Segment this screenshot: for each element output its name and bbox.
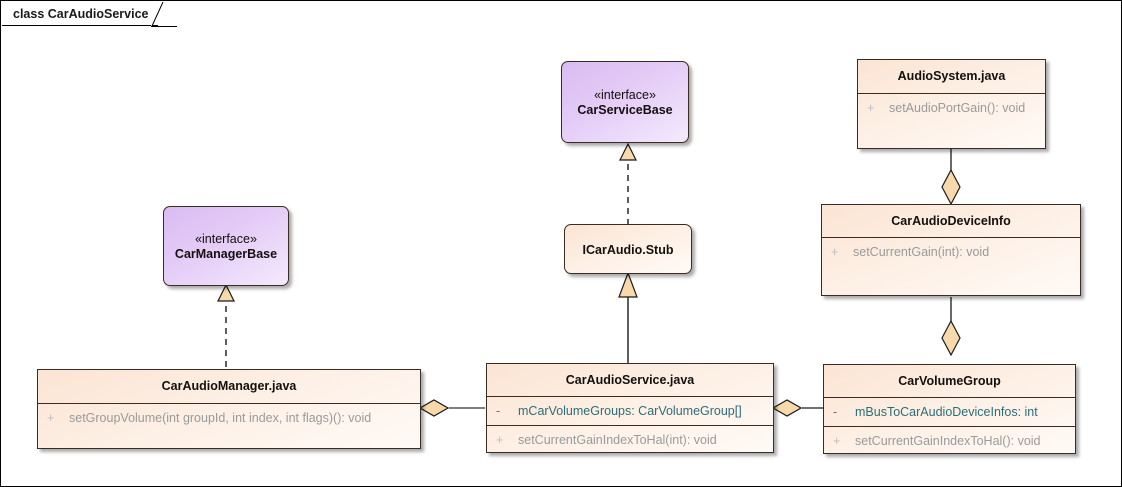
- node-audio-system-java-header: AudioSystem.java: [858, 60, 1045, 94]
- node-car-audio-device-info-header: CarAudioDeviceInfo: [822, 205, 1080, 238]
- diagram-title-tab: class CarAudioService: [2, 2, 158, 26]
- member-mcar-volume-groups: - mCarVolumeGroups: CarVolumeGroup[]: [487, 397, 773, 425]
- node-car-audio-device-info[interactable]: CarAudioDeviceInfo + setCurrentGain(int)…: [821, 204, 1081, 296]
- member-label: setCurrentGainIndexToHal(int): void: [518, 432, 717, 447]
- node-car-audio-manager-java-header: CarAudioManager.java: [38, 370, 420, 404]
- member-label: mCarVolumeGroups: CarVolumeGroup[]: [518, 404, 742, 418]
- visibility-marker: +: [47, 411, 55, 425]
- member-label: setGroupVolume(int groupId, int index, i…: [69, 411, 372, 425]
- node-car-manager-base-stereotype: «interface»: [195, 232, 257, 247]
- connector-generalize-icaraudio-stub: [618, 271, 638, 363]
- visibility-marker: +: [867, 100, 875, 115]
- member-set-group-volume: + setGroupVolume(int groupId, int index,…: [38, 404, 420, 432]
- member-mbus-to-car-audio-device-infos: - mBusToCarAudioDeviceInfos: int: [824, 398, 1075, 426]
- node-audio-system-java[interactable]: AudioSystem.java + setAudioPortGain(): v…: [857, 59, 1046, 149]
- connector-aggregate-device-info-audio-system: [941, 149, 961, 206]
- connector-aggregate-volume-group-device-info: [941, 297, 961, 357]
- diagram-title: class CarAudioService: [13, 6, 149, 21]
- connector-aggregate-manager-service: [418, 399, 485, 417]
- node-car-service-base-stereotype: «interface»: [594, 88, 656, 103]
- visibility-marker: +: [833, 433, 841, 448]
- member-set-audio-port-gain: + setAudioPortGain(): void: [858, 94, 1045, 121]
- node-audio-system-java-name: AudioSystem.java: [897, 69, 1006, 84]
- node-car-volume-group[interactable]: CarVolumeGroup - mBusToCarAudioDeviceInf…: [823, 364, 1076, 454]
- member-label: setCurrentGainIndexToHal(): void: [855, 433, 1041, 448]
- connector-realize-car-service-base: [619, 142, 637, 225]
- node-car-audio-manager-java-name: CarAudioManager.java: [161, 379, 297, 394]
- visibility-marker: -: [496, 404, 501, 418]
- node-icaraudio-stub[interactable]: ICarAudio.Stub: [564, 224, 692, 274]
- node-icaraudio-stub-name: ICarAudio.Stub: [582, 242, 674, 257]
- node-car-volume-group-header: CarVolumeGroup: [824, 365, 1075, 398]
- node-car-audio-service-java-name: CarAudioService.java: [565, 372, 695, 387]
- member-label: mBusToCarAudioDeviceInfos: int: [855, 405, 1038, 419]
- node-car-service-base-header: «interface» CarServiceBase: [562, 62, 688, 142]
- visibility-marker: +: [831, 245, 839, 259]
- visibility-marker: -: [833, 405, 838, 419]
- node-car-manager-base-header: «interface» CarManagerBase: [164, 207, 288, 285]
- node-car-manager-base-name: CarManagerBase: [174, 247, 278, 261]
- visibility-marker: +: [496, 432, 504, 447]
- member-label: setCurrentGain(int): void: [853, 245, 990, 259]
- member-label: setAudioPortGain(): void: [889, 100, 1026, 115]
- connector-aggregate-service-volume-group: [771, 399, 823, 417]
- node-car-service-base[interactable]: «interface» CarServiceBase: [561, 61, 689, 143]
- member-set-current-gain: + setCurrentGain(int): void: [822, 238, 1080, 266]
- node-car-audio-manager-java[interactable]: CarAudioManager.java + setGroupVolume(in…: [37, 369, 421, 449]
- diagram-title-tab-corner: [151, 2, 177, 27]
- node-car-volume-group-name: CarVolumeGroup: [898, 373, 1001, 388]
- connector-realize-car-manager-base: [217, 283, 235, 367]
- node-icaraudio-stub-header: ICarAudio.Stub: [565, 225, 691, 273]
- member-set-current-gain-index-to-hal-int: + setCurrentGainIndexToHal(int): void: [487, 425, 773, 452]
- node-car-audio-service-java[interactable]: CarAudioService.java - mCarVolumeGroups:…: [486, 363, 774, 453]
- node-car-manager-base[interactable]: «interface» CarManagerBase: [163, 206, 289, 286]
- node-car-audio-service-java-header: CarAudioService.java: [487, 364, 773, 397]
- member-set-current-gain-index-to-hal: + setCurrentGainIndexToHal(): void: [824, 426, 1075, 453]
- node-car-service-base-name: CarServiceBase: [577, 103, 673, 117]
- node-car-audio-device-info-name: CarAudioDeviceInfo: [891, 213, 1011, 228]
